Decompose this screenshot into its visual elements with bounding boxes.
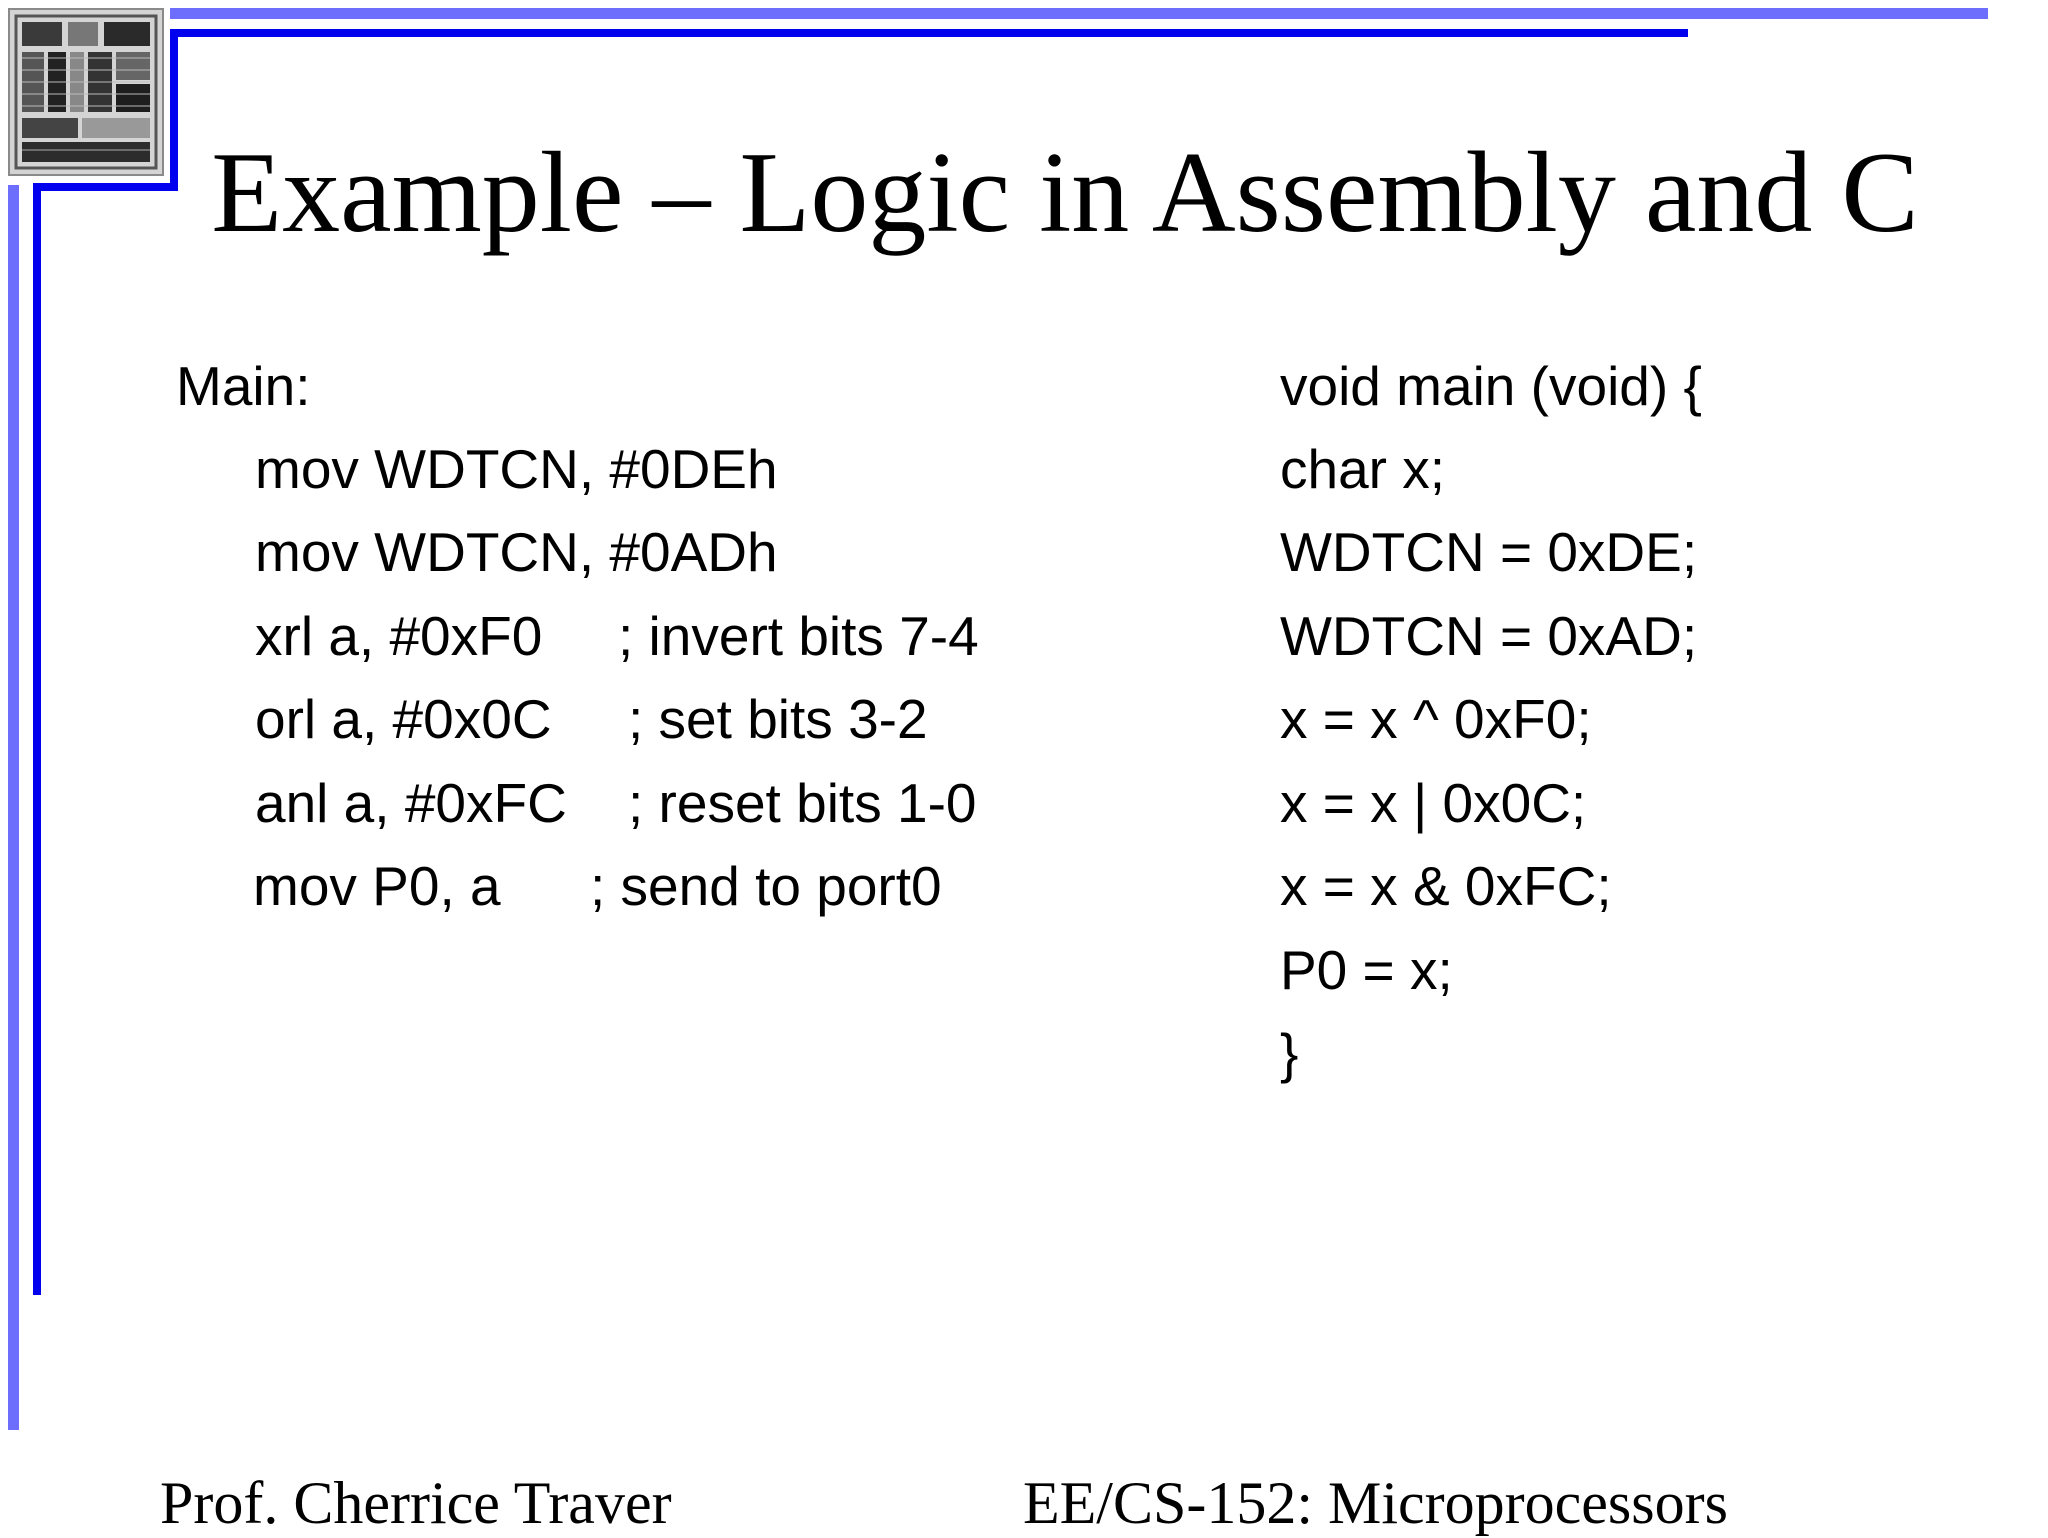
top-frame-bar: [170, 8, 1988, 19]
c-code-line: WDTCN = 0xAD;: [1280, 605, 1698, 667]
c-code-line: void main (void) {: [1280, 355, 1702, 417]
chip-die-logo: [8, 8, 164, 176]
c-code-line: }: [1280, 1022, 1299, 1084]
footer-author: Prof. Cherrice Traver: [160, 1470, 672, 1536]
assembly-comment: ; reset bits 1-0: [628, 772, 977, 834]
footer-course: EE/CS-152: Microprocessors: [1023, 1470, 1728, 1536]
assembly-comment: ; invert bits 7-4: [618, 605, 979, 667]
top-frame-inner-bar: [170, 29, 1688, 37]
assembly-label: Main:: [176, 355, 311, 417]
c-code-line: x = x ^ 0xF0;: [1280, 688, 1592, 750]
left-frame-inner-bar: [33, 185, 41, 1295]
slide-title: Example – Logic in Assembly and C: [211, 129, 1919, 257]
assembly-instruction: mov P0, a: [253, 855, 501, 917]
c-code-line: P0 = x;: [1280, 939, 1453, 1001]
c-code-line: x = x & 0xFC;: [1280, 855, 1612, 917]
left-frame-bar: [8, 185, 19, 1430]
frame-corner-horizontal: [33, 183, 178, 191]
assembly-comment: ; send to port0: [590, 855, 942, 917]
assembly-instruction: anl a, #0xFC: [255, 772, 567, 834]
assembly-comment: ; set bits 3-2: [628, 688, 928, 750]
assembly-instruction: xrl a, #0xF0: [255, 605, 543, 667]
assembly-instruction: mov WDTCN, #0DEh: [255, 438, 778, 500]
frame-corner-vertical: [170, 29, 178, 191]
c-code-line: x = x | 0x0C;: [1280, 772, 1587, 834]
c-code-line: WDTCN = 0xDE;: [1280, 521, 1698, 583]
c-code-line: char x;: [1280, 438, 1446, 500]
assembly-instruction: mov WDTCN, #0ADh: [255, 521, 778, 583]
assembly-instruction: orl a, #0x0C: [255, 688, 552, 750]
chip-die-icon: [10, 10, 162, 174]
